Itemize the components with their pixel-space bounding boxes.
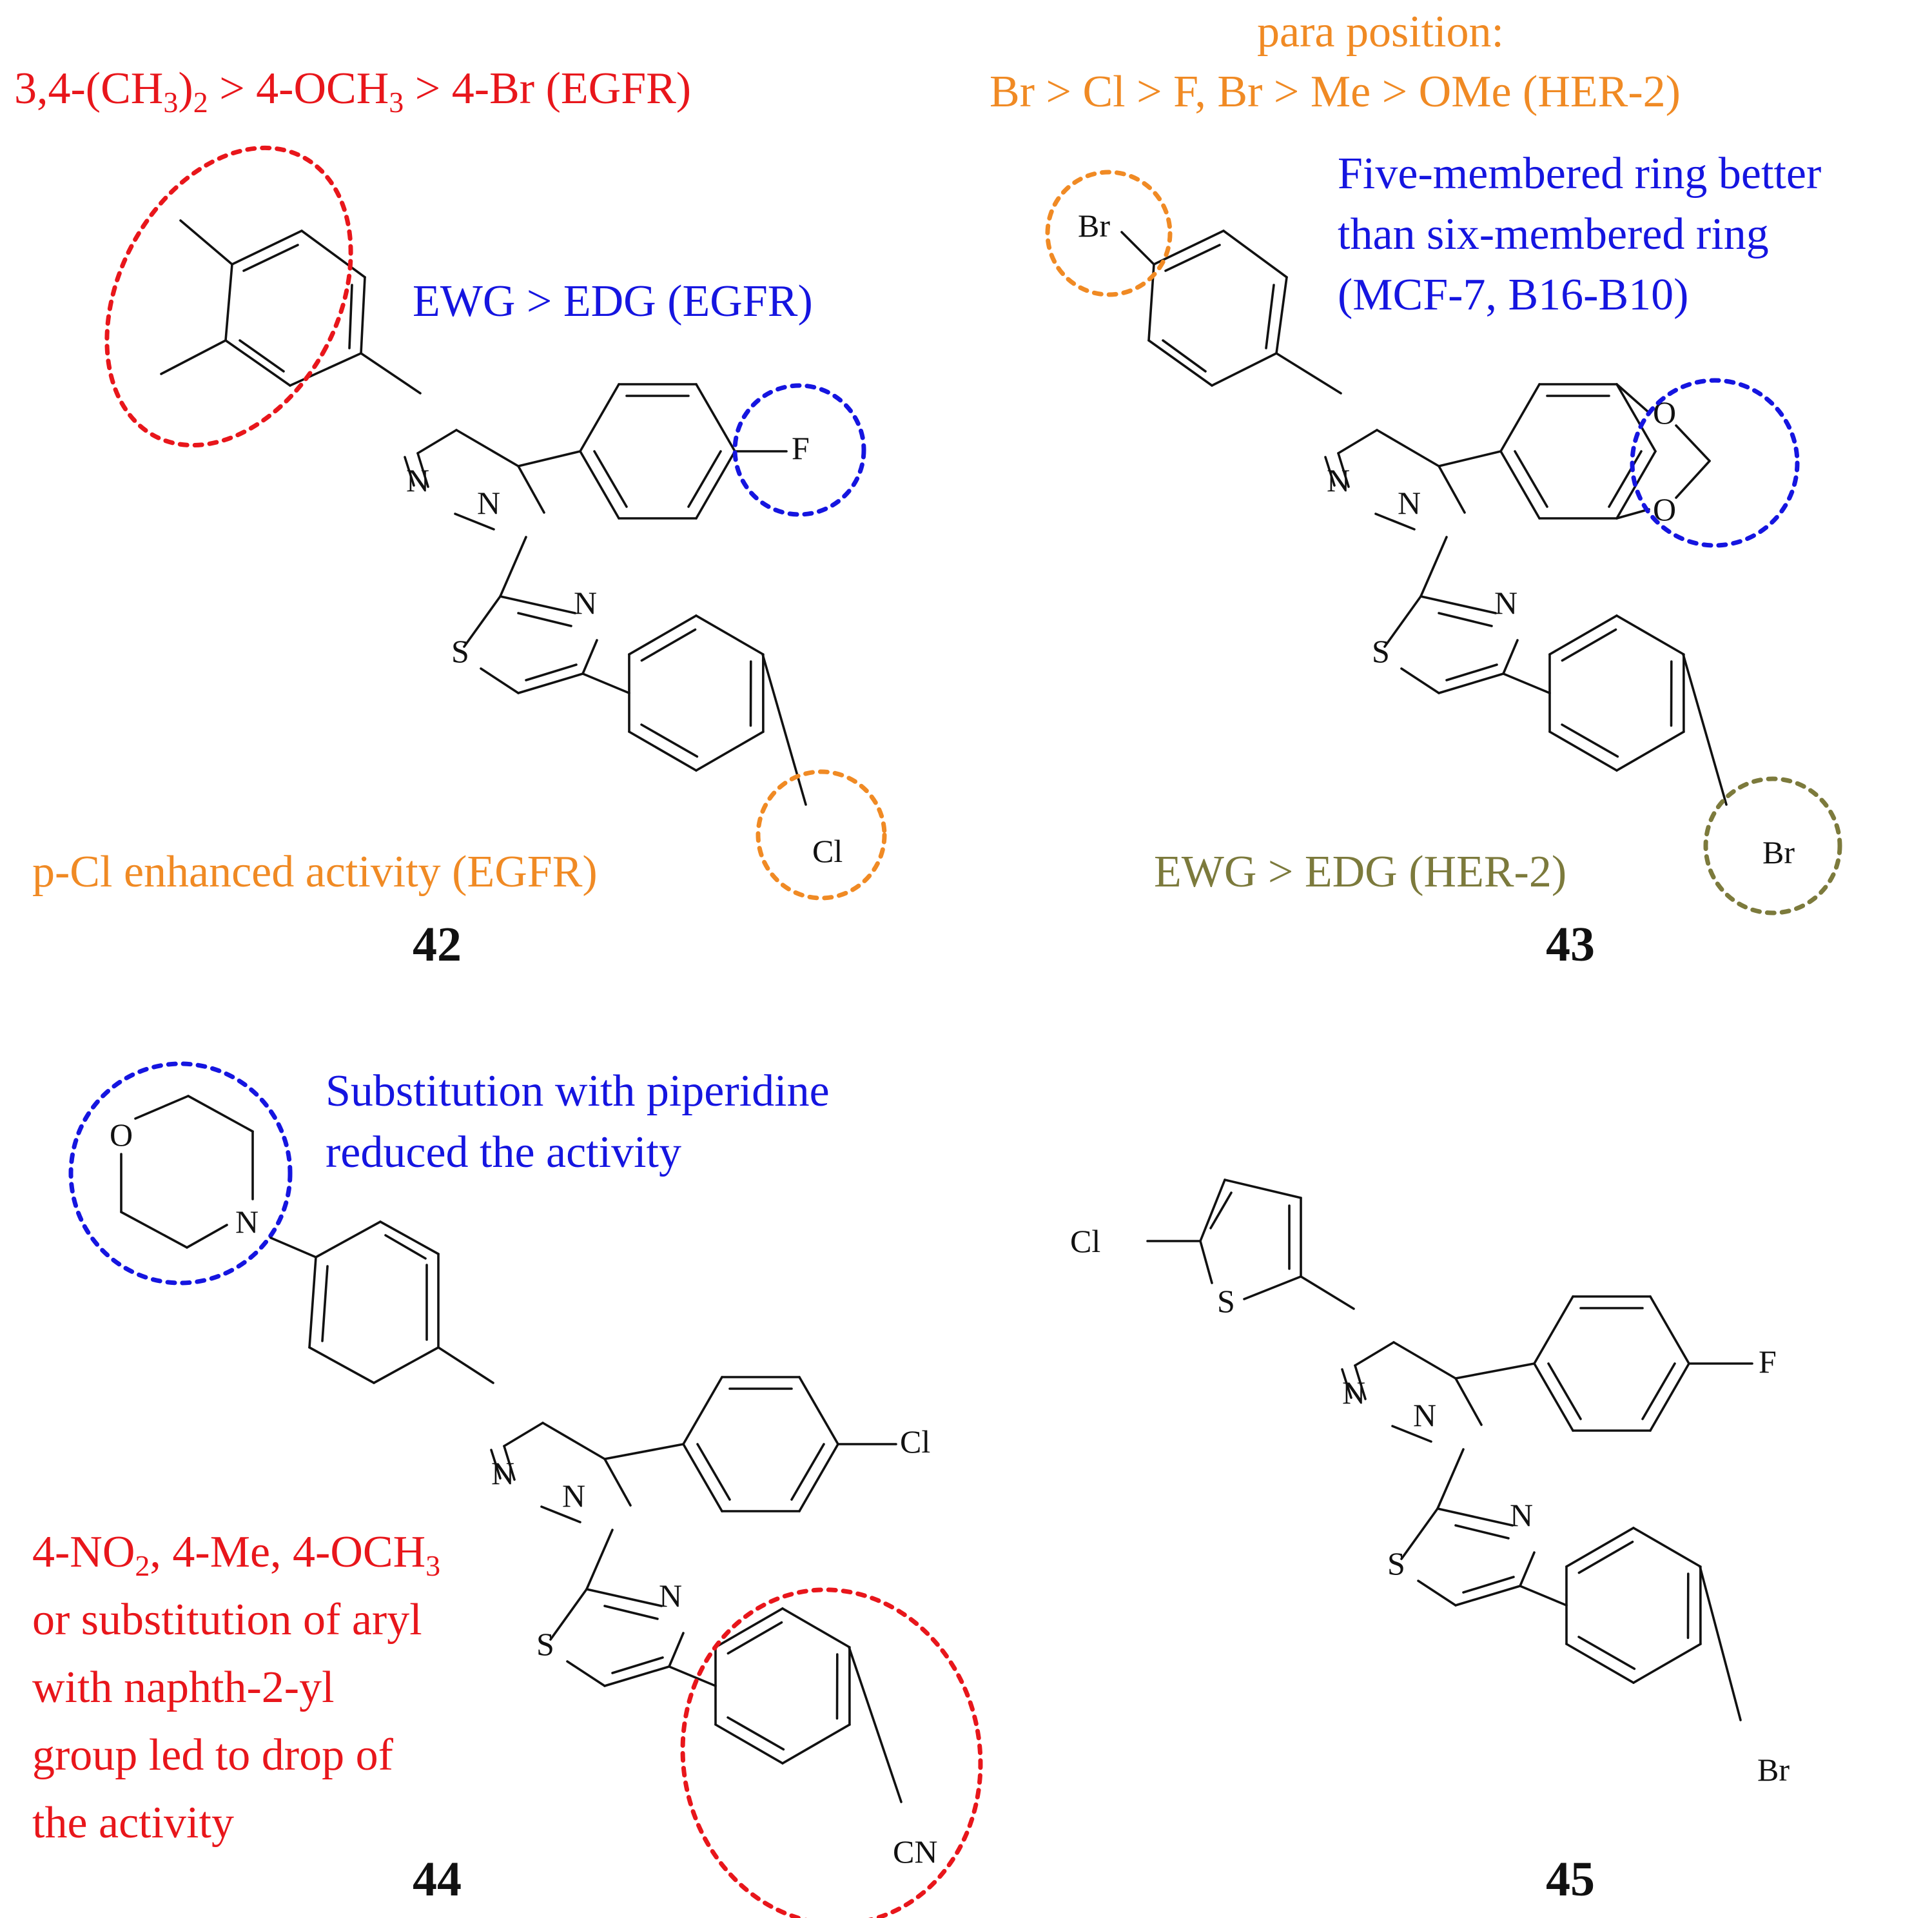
atom-n1: N bbox=[1398, 485, 1421, 521]
compound-45: Cl S N N S N F Br 45 bbox=[1070, 1179, 1790, 1906]
chlorophenyl-ring bbox=[594, 595, 798, 791]
fluorophenyl-ring bbox=[1533, 1295, 1690, 1432]
compound-44: Substitution with piperidine reduced the… bbox=[32, 1061, 983, 1918]
annotation-piperidine-line1: Substitution with piperidine bbox=[326, 1066, 830, 1116]
atom-cl: Cl bbox=[812, 833, 843, 869]
atom-o1: O bbox=[1653, 395, 1676, 431]
annotation-substitution-line1: 4-NO2, 4-Me, 4-OCH3 bbox=[32, 1527, 440, 1582]
core-scaffold bbox=[1324, 429, 1551, 694]
aminophenyl-ring bbox=[269, 1220, 494, 1384]
atom-n1: N bbox=[1413, 1397, 1436, 1433]
atom-thiazole-s: S bbox=[1372, 633, 1390, 669]
atom-n1: N bbox=[562, 1478, 585, 1514]
atom-br-top: Br bbox=[1078, 208, 1110, 244]
atom-thiazole-n: N bbox=[659, 1578, 682, 1614]
atom-cn: CN bbox=[893, 1834, 937, 1870]
atom-cl-thiophene: Cl bbox=[1070, 1223, 1100, 1259]
atom-n1: N bbox=[477, 485, 500, 521]
annotation-pcl-egfr: p-Cl enhanced activity (EGFR) bbox=[32, 847, 598, 897]
compound-label-42: 42 bbox=[413, 917, 462, 972]
annotation-ring-line3: (MCF-7, B16-B10) bbox=[1338, 270, 1688, 320]
highlight-fluoro bbox=[732, 383, 866, 517]
atom-n2: N bbox=[406, 462, 429, 498]
annotation-substitution-line3: with naphth-2-yl bbox=[32, 1663, 335, 1712]
atom-thiazole-s: S bbox=[451, 633, 469, 669]
atom-n2: N bbox=[491, 1455, 514, 1491]
bromophenyl-top-ring bbox=[1120, 230, 1342, 395]
highlight-bromo-bottom bbox=[1703, 776, 1842, 915]
atom-br-bottom: Br bbox=[1762, 834, 1795, 870]
highlight-chloro bbox=[756, 769, 887, 901]
core-scaffold bbox=[1341, 1341, 1568, 1607]
compound-42: 3,4-(CH3)2 > 4-OCH3 > 4-Br (EGFR) EWG > … bbox=[14, 64, 887, 972]
highlight-bromo-top bbox=[1045, 170, 1173, 297]
annotation-piperidine-line2: reduced the activity bbox=[326, 1128, 681, 1177]
cyanophenyl-ring bbox=[681, 1588, 884, 1784]
atom-thiazole-n: N bbox=[574, 585, 597, 621]
chlorothiophene-ring bbox=[1146, 1179, 1355, 1310]
annotation-ewg-egfr: EWG > EDG (EGFR) bbox=[413, 277, 813, 326]
atom-o-morpholine: O bbox=[110, 1117, 133, 1153]
dimethylphenyl-ring bbox=[160, 219, 422, 395]
atom-f: F bbox=[792, 430, 810, 466]
morpholine-ring bbox=[120, 1095, 254, 1249]
annotation-substitution-line5: the activity bbox=[32, 1798, 234, 1848]
atom-n2: N bbox=[1342, 1375, 1365, 1411]
chlorophenyl-ring bbox=[682, 1376, 839, 1512]
atom-br: Br bbox=[1757, 1752, 1790, 1788]
atom-thiazole-s: S bbox=[536, 1626, 554, 1662]
atom-n-morpholine: N bbox=[235, 1204, 259, 1240]
compound-label-43: 43 bbox=[1546, 917, 1595, 972]
fluorophenyl-ring bbox=[579, 383, 736, 520]
highlight-dimethyl bbox=[104, 145, 353, 448]
compound-label-45: 45 bbox=[1546, 1852, 1595, 1906]
atom-thiazole-s: S bbox=[1387, 1545, 1405, 1581]
annotation-substitution-line4: group led to drop of bbox=[32, 1730, 394, 1780]
core-scaffold bbox=[404, 429, 630, 694]
compound-43: para position: Br > Cl > F, Br > Me > OM… bbox=[990, 7, 1842, 972]
annotation-ring-line2: than six-membered ring bbox=[1338, 210, 1769, 259]
compound-label-44: 44 bbox=[413, 1852, 462, 1906]
highlight-dioxole bbox=[1630, 378, 1800, 548]
annotation-para-order: Br > Cl > F, Br > Me > OMe (HER-2) bbox=[990, 67, 1681, 117]
atom-thiazole-n: N bbox=[1510, 1497, 1533, 1533]
core-scaffold bbox=[490, 1422, 717, 1687]
atom-s-thiophene: S bbox=[1217, 1283, 1235, 1319]
atom-f: F bbox=[1759, 1344, 1777, 1380]
atom-thiazole-n: N bbox=[1494, 585, 1517, 621]
annotation-dimethyl-order: 3,4-(CH3)2 > 4-OCH3 > 4-Br (EGFR) bbox=[14, 64, 691, 119]
bromophenyl-ring bbox=[1532, 1507, 1735, 1703]
highlight-morpholine bbox=[68, 1061, 293, 1286]
annotation-ring-line1: Five-membered ring better bbox=[1338, 149, 1821, 199]
bromophenyl-bottom-ring bbox=[1515, 595, 1719, 791]
atom-cl: Cl bbox=[900, 1424, 930, 1460]
atom-n2: N bbox=[1327, 462, 1350, 498]
annotation-substitution-line2: or substitution of aryl bbox=[32, 1595, 422, 1645]
annotation-ewg-her2: EWG > EDG (HER-2) bbox=[1154, 847, 1566, 897]
highlight-cyano bbox=[680, 1587, 983, 1918]
annotation-para-title: para position: bbox=[1257, 7, 1504, 57]
